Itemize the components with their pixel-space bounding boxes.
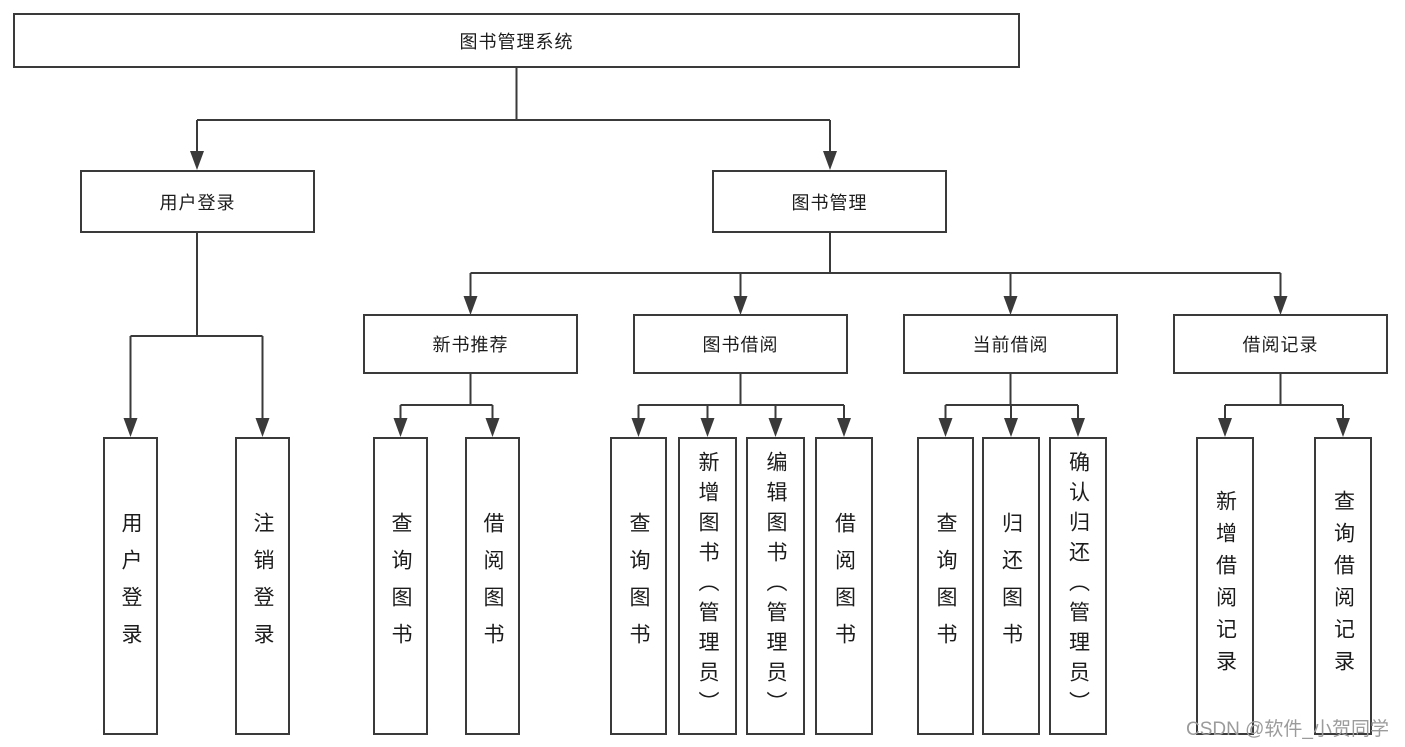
leaf-label: 查询图书	[934, 512, 957, 660]
node-label: 新书推荐	[432, 335, 509, 355]
leaf-add-borrow-record: 新增借阅记录	[1196, 437, 1254, 735]
node-new-book-recommendation: 新书推荐	[363, 314, 578, 374]
arrowheads	[123, 151, 1350, 437]
node-label: 图书借阅	[702, 335, 779, 355]
csdn-watermark: CSDN @软件_小贺同学	[1186, 719, 1389, 740]
node-label: 借阅记录	[1242, 335, 1319, 355]
leaf-label: 确认归还（管理员）	[1066, 451, 1090, 721]
leaf-add-books-admin: 新增图书（管理员）	[678, 437, 737, 735]
leaf-query-borrow-record: 查询借阅记录	[1314, 437, 1372, 735]
node-current-borrowing: 当前借阅	[903, 314, 1118, 374]
node-book-management: 图书管理	[712, 170, 947, 233]
leaf-label: 注销登录	[251, 512, 274, 660]
leaf-confirm-return-admin: 确认归还（管理员）	[1049, 437, 1107, 735]
leaf-label: 用户登录	[119, 512, 142, 660]
leaf-label: 查询图书	[389, 512, 412, 660]
leaf-label: 借阅图书	[832, 512, 856, 660]
leaf-logout: 注销登录	[235, 437, 290, 735]
node-borrowing-records: 借阅记录	[1173, 314, 1388, 374]
node-user-login: 用户登录	[80, 170, 315, 233]
leaf-label: 查询借阅记录	[1331, 490, 1355, 682]
leaf-borrow-books-recommend: 借阅图书	[465, 437, 520, 735]
node-label: 图书管理	[791, 192, 868, 213]
leaf-label: 新增借阅记录	[1213, 490, 1237, 682]
node-label: 用户登录	[159, 192, 236, 213]
leaf-label: 归还图书	[999, 512, 1023, 660]
leaf-user-login: 用户登录	[103, 437, 158, 735]
leaf-borrow-books: 借阅图书	[815, 437, 873, 735]
leaf-label: 新增图书（管理员）	[696, 451, 719, 721]
leaf-label: 查询图书	[627, 512, 650, 660]
node-label: 图书管理系统	[459, 31, 574, 52]
node-book-borrowing: 图书借阅	[633, 314, 848, 374]
leaf-query-books-current: 查询图书	[917, 437, 974, 735]
leaf-return-books: 归还图书	[982, 437, 1040, 735]
leaf-query-books-recommend: 查询图书	[373, 437, 428, 735]
leaf-label: 借阅图书	[481, 512, 504, 660]
leaf-label: 编辑图书（管理员）	[764, 451, 787, 721]
leaf-query-books-borrow: 查询图书	[610, 437, 667, 735]
node-library-management-system: 图书管理系统	[13, 13, 1020, 68]
node-label: 当前借阅	[972, 335, 1049, 355]
leaf-edit-books-admin: 编辑图书（管理员）	[746, 437, 805, 735]
